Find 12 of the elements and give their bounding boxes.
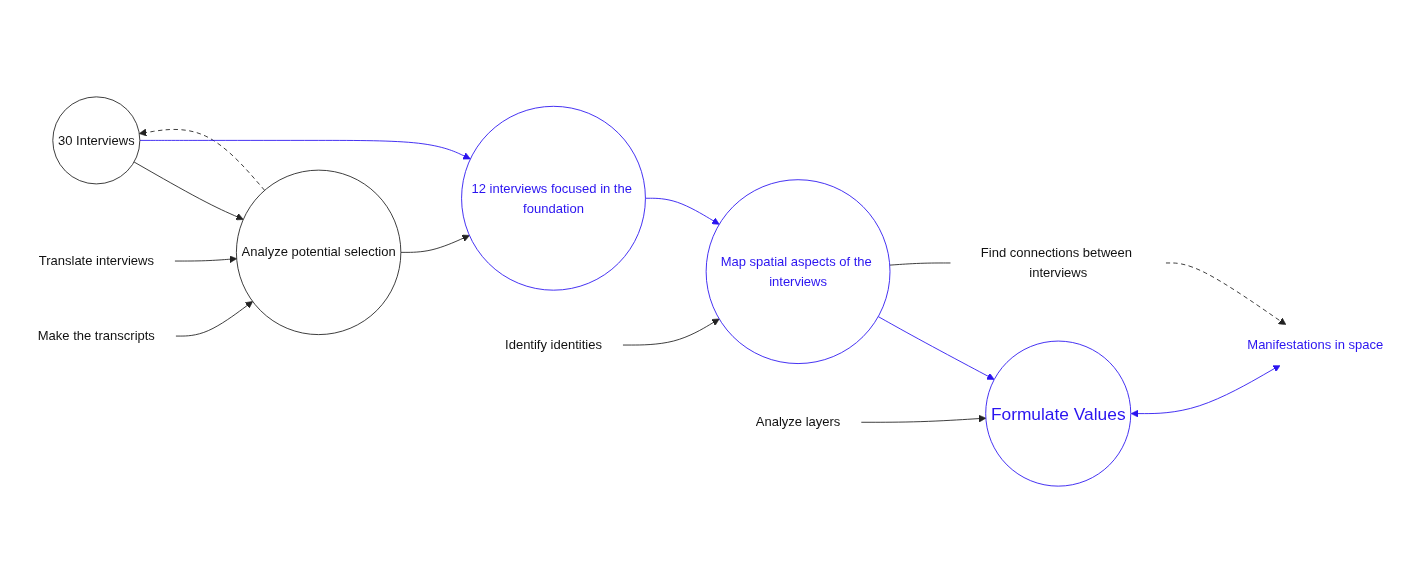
connector bbox=[889, 262, 952, 266]
node-circle: Formulate Values bbox=[985, 340, 1132, 487]
node-circle: 30 Interviews bbox=[52, 96, 141, 185]
node-text: Find connections between interviews bbox=[980, 245, 1132, 280]
node-text: Translate interviews bbox=[38, 253, 154, 268]
node-circle: Map spatial aspects of the interviews bbox=[705, 179, 891, 364]
node-circle: Analyze potential selection bbox=[235, 169, 402, 336]
node-text: Manifestations in space bbox=[1247, 337, 1384, 352]
node-text: Analyze layers bbox=[755, 414, 841, 429]
node-text: Identify identities bbox=[505, 337, 602, 352]
node-text: Make the transcripts bbox=[37, 328, 155, 343]
node-circle: 12 interviews focused in the foundation bbox=[461, 105, 646, 291]
